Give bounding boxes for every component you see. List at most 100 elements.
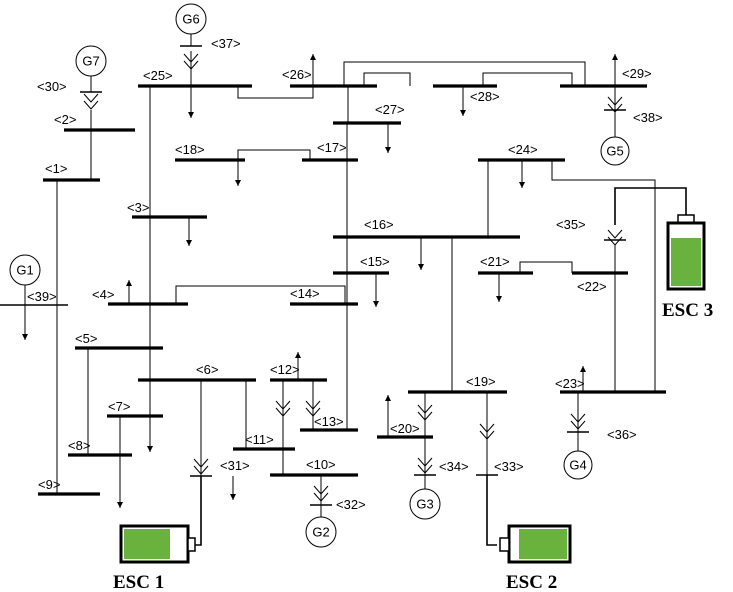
esc-2: ESC 2: [499, 524, 572, 592]
bus-bars: [0, 84, 666, 496]
bus-label-36: <36>: [607, 427, 637, 442]
bus-label-37: <37>: [211, 36, 241, 51]
transformer-31: [193, 458, 209, 475]
load-arrow-3: [186, 217, 192, 246]
load-arrow-7b: [117, 416, 123, 508]
bus-label-8: <8>: [68, 438, 90, 453]
bus-label-16: <16>: [364, 217, 394, 232]
bus-label-13: <13>: [314, 414, 344, 429]
bus-label-19: <19>: [466, 374, 496, 389]
load-arrow-20-up: [385, 395, 391, 437]
generator-G6: [175, 3, 207, 35]
load-arrow-12-up: [295, 352, 301, 380]
load-arrow-15: [373, 273, 379, 307]
bus-label-5: <5>: [75, 331, 97, 346]
bus-label-28: <28>: [470, 89, 500, 104]
bus-labels: <1> <2> <3> <4> <5> <6> <7> <8> <9> <10>…: [27, 36, 663, 512]
bus-label-9: <9>: [38, 477, 60, 492]
bus-label-21: <21>: [480, 254, 510, 269]
load-arrow-24: [519, 160, 525, 188]
generator-G7: [75, 45, 107, 77]
generator-G4: [563, 450, 593, 480]
esc-3-label: ESC 3: [662, 300, 713, 321]
esc-2-label: ESC 2: [506, 572, 557, 592]
bus-label-7: <7>: [108, 399, 130, 414]
generator-G1: [9, 254, 41, 286]
bus-label-26: <26>: [282, 67, 312, 82]
load-arrow-26-up: [310, 54, 316, 86]
load-arrow-28: [460, 86, 466, 116]
transformer-36: [570, 413, 586, 430]
storage-connections: [187, 187, 687, 546]
bus-label-23: <23>: [555, 376, 585, 391]
bus-label-14: <14>: [290, 286, 320, 301]
load-arrow-21: [496, 273, 502, 302]
bus-label-32: <32>: [336, 497, 366, 512]
load-arrow-16: [418, 237, 424, 270]
bus-label-34: <34>: [439, 459, 469, 474]
load-arrow-25: [188, 86, 194, 118]
transformer-32: [313, 485, 329, 502]
transformer-34: [417, 457, 433, 474]
load-arrow-18: [235, 160, 241, 186]
load-arrow-7: [147, 416, 153, 452]
bus-label-20: <20>: [390, 421, 420, 436]
bus-label-35: <35>: [556, 217, 586, 232]
bus-label-12: <12>: [270, 362, 300, 377]
load-arrow-4-up: [126, 280, 132, 304]
transformer-11-12: [275, 400, 291, 417]
bus-label-30: <30>: [37, 79, 67, 94]
transformer-37: [183, 53, 199, 70]
bus-label-4: <4>: [92, 287, 114, 302]
bus-label-33: <33>: [494, 459, 524, 474]
bus-label-18: <18>: [175, 142, 205, 157]
generator-G3: [409, 488, 441, 520]
esc-3-charge: [671, 238, 701, 286]
bus-label-17: <17>: [317, 140, 347, 155]
transmission-lines: [24, 51, 656, 505]
generator-G3-label: G3: [416, 497, 433, 512]
load-arrow-27: [385, 123, 391, 153]
bus-label-22: <22>: [577, 279, 607, 294]
load-arrow-31: [230, 476, 236, 500]
bus-label-6: <6>: [196, 362, 218, 377]
transformer-35: [607, 229, 623, 246]
bus-label-39: <39>: [27, 289, 57, 304]
bus-label-3: <3>: [127, 200, 149, 215]
bus-label-10: <10>: [306, 457, 336, 472]
generator-G1-label: G1: [16, 263, 33, 278]
bus-label-29: <29>: [622, 66, 652, 81]
generator-G5: [600, 136, 630, 166]
esc-2-charge: [519, 529, 567, 559]
transformers: [83, 53, 623, 502]
generator-G2: [305, 516, 337, 548]
bus-label-11: <11>: [245, 432, 274, 447]
esc-1-charge: [124, 529, 170, 559]
esc-1-label: ESC 1: [113, 572, 164, 592]
bus-label-1: <1>: [45, 161, 67, 176]
generator-G7-label: G7: [82, 54, 99, 69]
generators: G7 G6 G5 G1 G2 G3 G4: [9, 3, 630, 548]
generator-G4-label: G4: [569, 458, 586, 473]
transformer-13-12: [305, 400, 321, 417]
terminal-bars: [80, 45, 626, 506]
bus-label-38: <38>: [633, 110, 663, 125]
bus-label-15: <15>: [360, 254, 390, 269]
bus-label-25: <25>: [143, 68, 173, 83]
generator-G6-label: G6: [182, 12, 199, 27]
bus-label-2: <2>: [54, 112, 76, 127]
esc-1: ESC 1: [113, 524, 196, 592]
load-arrow-29-up: [612, 54, 618, 86]
bus-label-27: <27>: [375, 102, 405, 117]
load-arrow-23-up: [580, 366, 586, 392]
generator-G2-label: G2: [312, 525, 329, 540]
load-arrows: [22, 54, 618, 508]
transformer-20-19: [417, 404, 433, 421]
transformer-33: [479, 423, 495, 440]
esc-3: ESC 3: [662, 214, 713, 321]
bus-label-24: <24>: [508, 142, 538, 157]
transformer-30: [83, 93, 99, 110]
load-arrow-39: [22, 305, 28, 340]
bus-label-31: <31>: [220, 458, 250, 473]
